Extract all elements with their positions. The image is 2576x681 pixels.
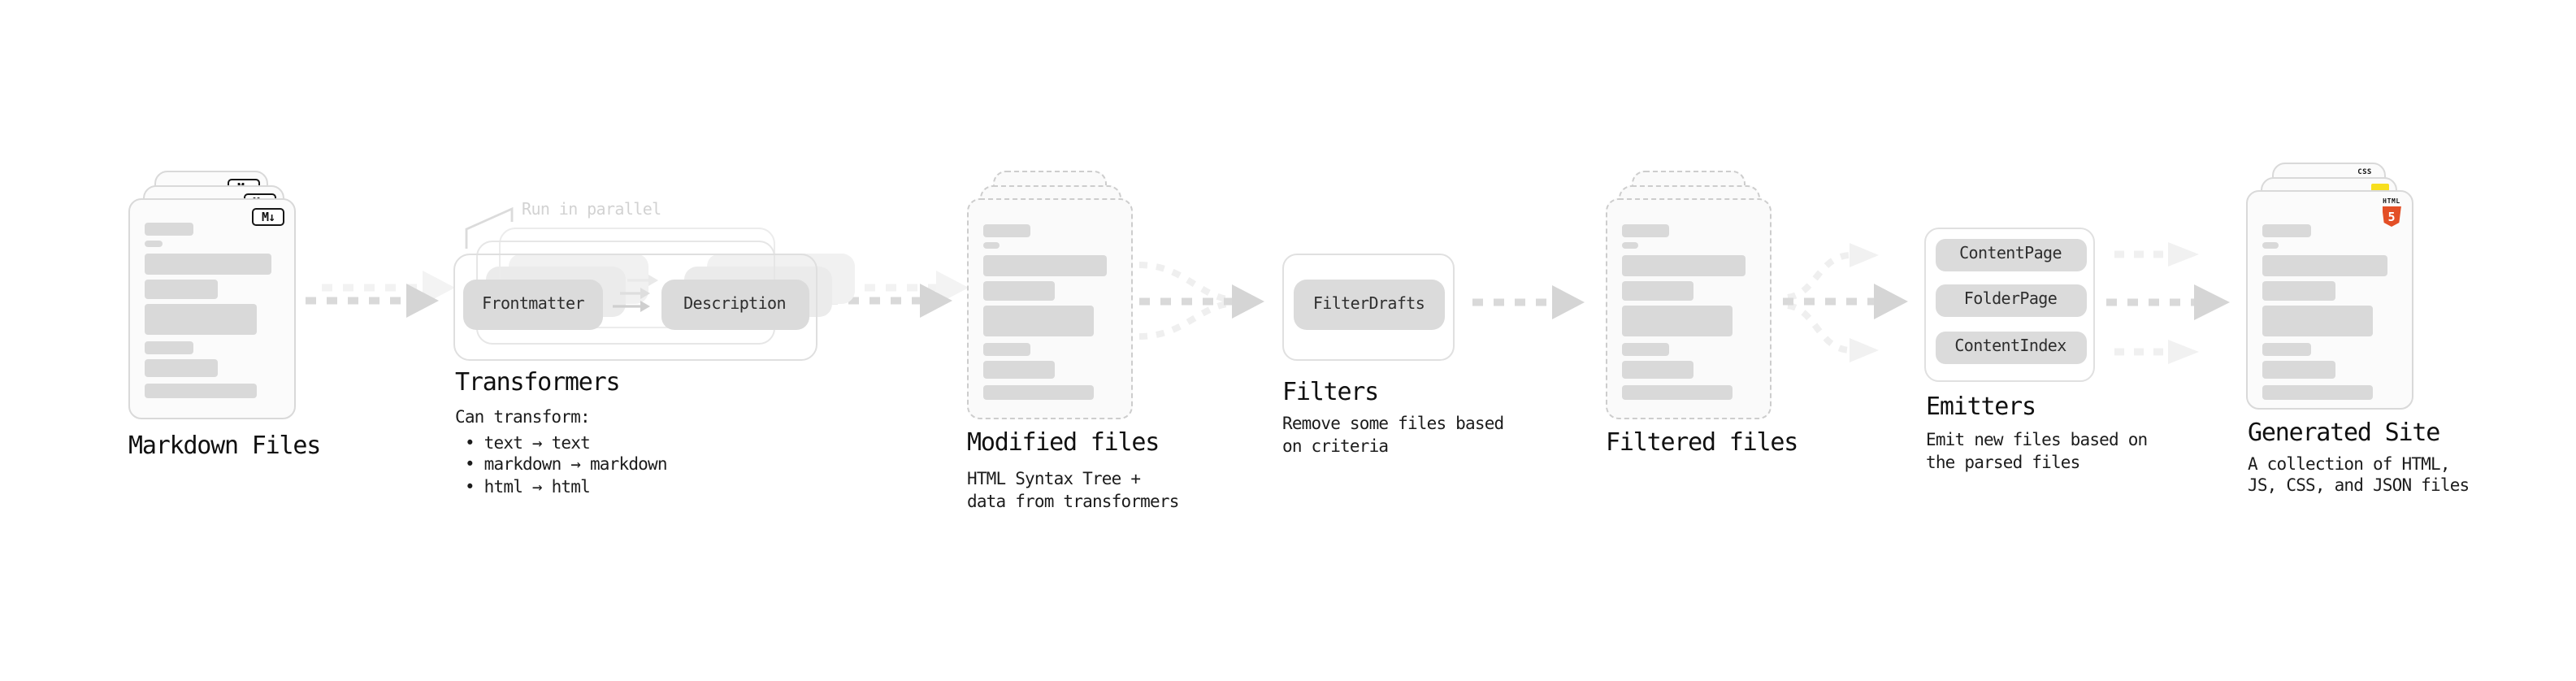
arrow-emitters-to-generated bbox=[2106, 242, 2230, 364]
desc-bullet: • html → html bbox=[465, 477, 591, 497]
skeleton-bar bbox=[982, 385, 1093, 400]
skeleton-bar bbox=[2262, 361, 2336, 379]
skeleton-bar bbox=[145, 279, 219, 299]
skeleton-bar bbox=[1621, 342, 1670, 356]
file-card-front bbox=[966, 198, 1132, 419]
file-card-front: M↓ bbox=[128, 198, 296, 419]
skeleton-bar bbox=[145, 254, 271, 274]
arrow-markdown-to-transformers bbox=[306, 271, 455, 318]
skeleton-bar bbox=[982, 242, 1000, 248]
skeleton-bar bbox=[2262, 224, 2311, 237]
desc-bullet: • text → text bbox=[465, 433, 591, 453]
skeleton-bar bbox=[982, 342, 1031, 356]
skeleton-bar bbox=[1621, 242, 1638, 248]
desc-line: JS, CSS, and JSON files bbox=[2248, 476, 2470, 496]
html5-icon: HTML 5 bbox=[2381, 197, 2402, 227]
skeleton-bar bbox=[2262, 280, 2336, 301]
stage-desc-emitters: Emit new files based on the parsed files bbox=[1926, 431, 2148, 475]
file-card-front bbox=[1605, 198, 1771, 419]
skeleton-bar bbox=[1621, 361, 1694, 379]
skeleton-lines bbox=[2262, 224, 2393, 400]
stage-title-transformers: Transformers bbox=[455, 367, 621, 396]
skeleton-bar bbox=[1621, 306, 1732, 336]
stage-title-modified: Modified files bbox=[967, 427, 1160, 457]
skeleton-bar bbox=[982, 306, 1093, 336]
skeleton-bar bbox=[982, 361, 1056, 379]
filterdrafts-pill: FilterDrafts bbox=[1293, 279, 1445, 329]
transformer-box-front bbox=[453, 254, 817, 361]
stage-title-filtered: Filtered files bbox=[1606, 427, 1798, 457]
stage-desc-generated: A collection of HTML, JS, CSS, and JSON … bbox=[2248, 454, 2470, 498]
desc-bullet: • markdown → markdown bbox=[465, 455, 668, 475]
skeleton-bar bbox=[1621, 385, 1732, 400]
skeleton-bar bbox=[145, 223, 193, 236]
skeleton-bar bbox=[145, 304, 257, 335]
stage-title-markdown: Markdown Files bbox=[128, 431, 321, 460]
skeleton-bar bbox=[1621, 280, 1694, 301]
desc-line: the parsed files bbox=[1926, 453, 2080, 472]
run-in-parallel-label: Run in parallel bbox=[522, 201, 661, 219]
skeleton-bar bbox=[2262, 306, 2374, 336]
stage-title-filters: Filters bbox=[1282, 376, 1379, 406]
desc-line: data from transformers bbox=[967, 492, 1179, 511]
arrow-filtered-to-emitters bbox=[1783, 243, 1908, 362]
contentindex-pill: ContentIndex bbox=[1935, 331, 2086, 364]
skeleton-bar bbox=[145, 384, 257, 398]
stage-desc-modified: HTML Syntax Tree + data from transformer… bbox=[967, 470, 1179, 514]
desc-heading: Can transform: bbox=[455, 408, 591, 427]
skeleton-bar bbox=[2262, 255, 2388, 275]
skeleton-bar bbox=[2262, 385, 2374, 400]
folderpage-pill: FolderPage bbox=[1935, 284, 2086, 317]
skeleton-lines bbox=[982, 224, 1112, 400]
stage-title-generated: Generated Site bbox=[2248, 418, 2440, 447]
stage-title-emitters: Emitters bbox=[1926, 392, 2036, 421]
desc-line: Emit new files based on bbox=[1926, 431, 2148, 450]
stage-desc-filters: Remove some files based on criteria bbox=[1282, 414, 1504, 458]
desc-line: Remove some files based bbox=[1282, 414, 1504, 434]
skeleton-bar bbox=[145, 359, 219, 377]
skeleton-bar bbox=[982, 280, 1056, 301]
desc-line: HTML Syntax Tree + bbox=[967, 470, 1141, 489]
stage-desc-transformers: Can transform: • text → text • markdown … bbox=[455, 408, 668, 499]
desc-line: on criteria bbox=[1282, 436, 1389, 456]
skeleton-bar bbox=[982, 255, 1108, 275]
markdown-icon: M↓ bbox=[252, 207, 284, 226]
skeleton-bar bbox=[2262, 342, 2311, 356]
skeleton-lines bbox=[145, 223, 276, 398]
skeleton-lines bbox=[1621, 224, 1751, 400]
file-card-front: HTML 5 bbox=[2246, 190, 2413, 410]
arrow-filters-to-filtered bbox=[1472, 285, 1585, 319]
skeleton-bar bbox=[145, 340, 193, 354]
frontmatter-pill: Frontmatter bbox=[463, 279, 603, 329]
desc-line: A collection of HTML, bbox=[2248, 454, 2451, 474]
description-pill: Description bbox=[661, 279, 809, 329]
contentpage-pill: ContentPage bbox=[1935, 238, 2086, 271]
skeleton-bar bbox=[1621, 224, 1670, 237]
skeleton-bar bbox=[1621, 255, 1746, 275]
skeleton-bar bbox=[2262, 242, 2279, 248]
skeleton-bar bbox=[145, 241, 163, 246]
skeleton-bar bbox=[982, 224, 1031, 237]
arrow-modified-to-filters bbox=[1138, 262, 1264, 340]
